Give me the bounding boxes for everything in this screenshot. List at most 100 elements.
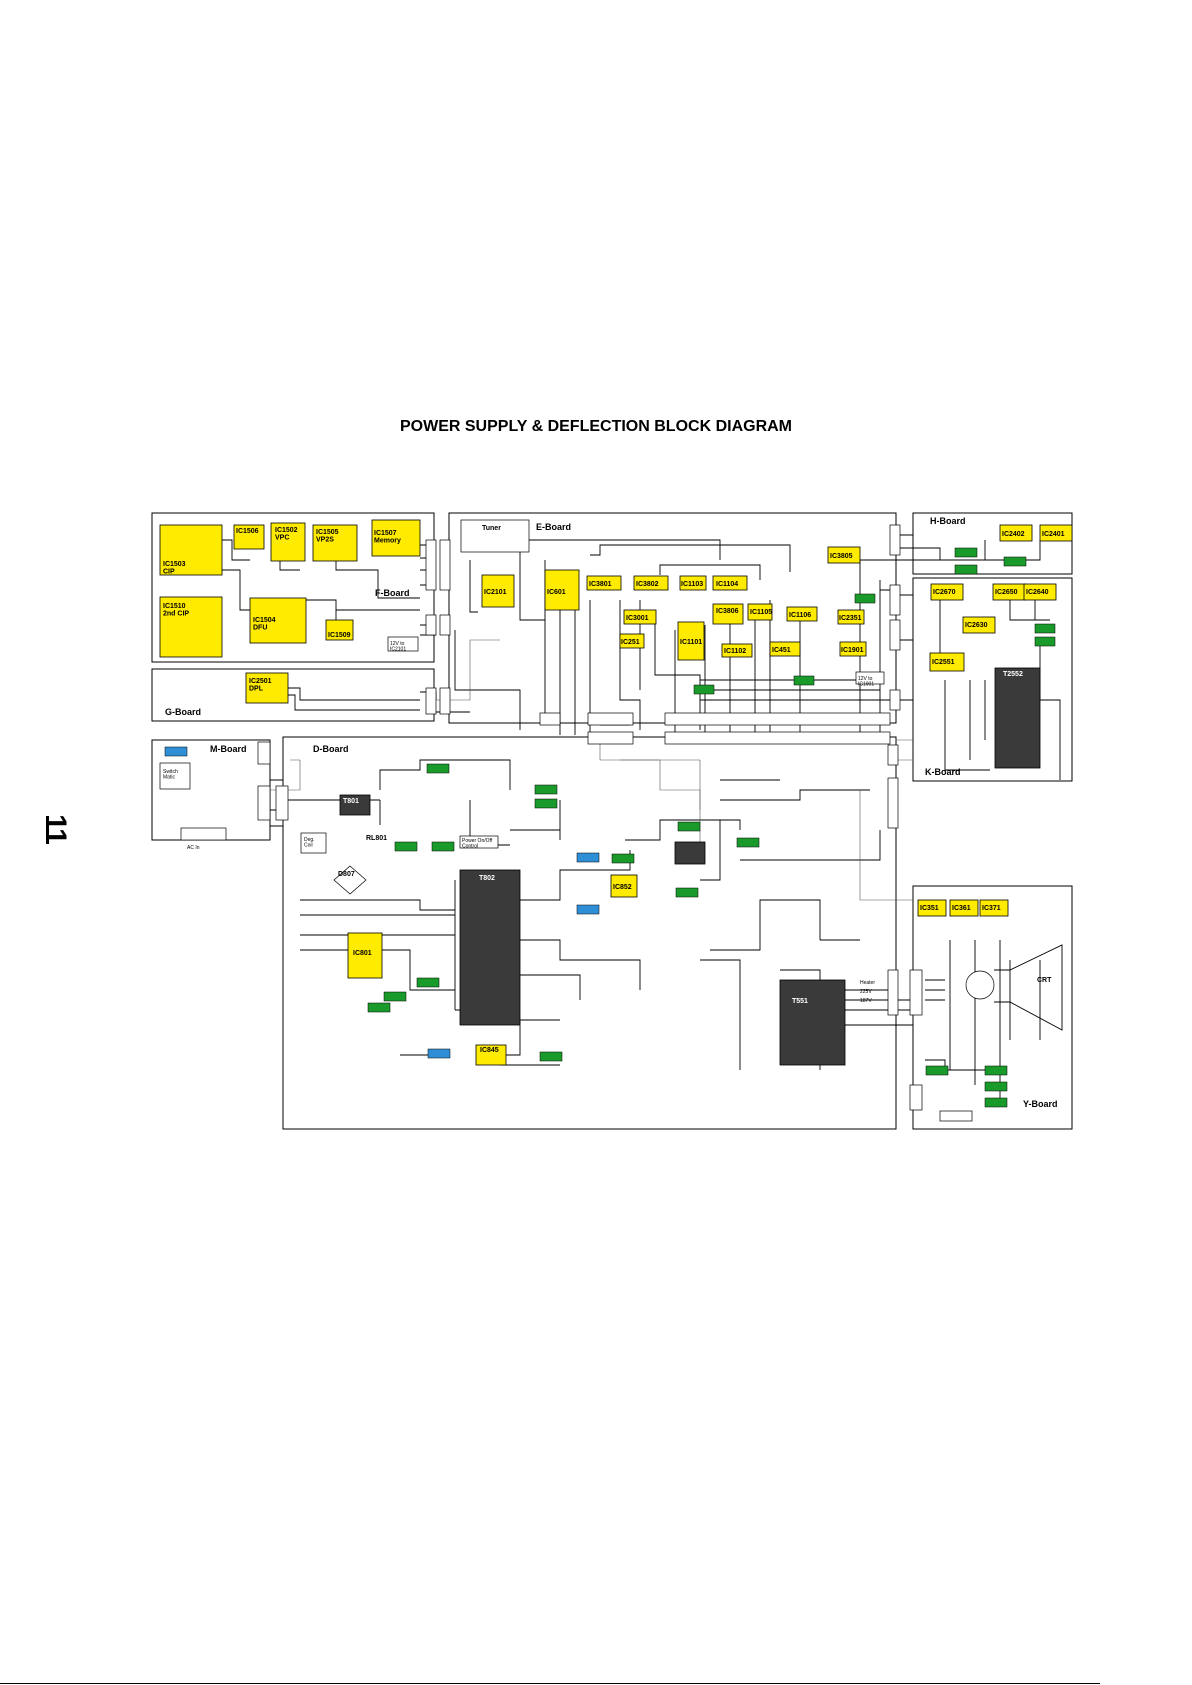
ic1509-label: IC1509 — [328, 632, 351, 639]
q-e1 — [854, 593, 876, 604]
ic3805-label: IC3805 — [830, 553, 853, 560]
d807-bridge — [333, 865, 367, 895]
y-board-label: Y-Board — [1023, 1099, 1058, 1109]
q-e2 — [693, 684, 715, 695]
ic2640-label: IC2640 — [1026, 589, 1049, 596]
ic1102-chip — [721, 643, 753, 658]
ic3801-chip — [586, 575, 622, 591]
ic2670-label: IC2670 — [933, 589, 956, 596]
h-board-outline — [912, 512, 1073, 575]
ic3806-label: IC3806 — [716, 608, 739, 615]
e-board-chips: Tuner IC2101 IC601 IC3801 IC3802 IC3001 … — [460, 519, 901, 745]
ic3801-label: IC3801 — [589, 581, 612, 588]
crt-label: CRT — [1037, 977, 1052, 984]
ic351-label: IC351 — [920, 905, 939, 912]
ic2630-chip — [962, 616, 996, 634]
ic361-chip — [949, 899, 979, 917]
ic601-label: IC601 — [547, 589, 566, 596]
h-board-chips: IC2402 IC2401 — [954, 524, 1073, 575]
d-board-label: D-Board — [313, 744, 349, 754]
d807-label: D807 — [338, 871, 355, 878]
ic3001-label: IC3001 — [626, 615, 649, 622]
ic2101-chip — [481, 574, 515, 608]
ic451-chip — [769, 641, 801, 657]
k-board-chips: IC2670 IC2650 IC2640 IC2630 IC2551 T2552 — [929, 583, 1057, 769]
ic1901-chip — [839, 641, 867, 657]
ic2401-chip — [1039, 524, 1073, 542]
k-board-outline — [912, 577, 1073, 782]
g-board-label: G-Board — [165, 707, 201, 717]
ic845-chip — [475, 1044, 507, 1066]
ic3001-chip — [623, 609, 657, 625]
e-board-label: E-Board — [536, 522, 571, 532]
ic1106-label: IC1106 — [789, 612, 811, 619]
ic1507-chip — [371, 519, 421, 557]
ic251-label: IC251 — [621, 639, 640, 646]
k-board-label: K-Board — [925, 767, 961, 777]
ic2551-chip — [929, 652, 965, 672]
ic2402-chip — [999, 524, 1033, 542]
ic371-chip — [979, 899, 1009, 917]
ic852-label: IC852 — [613, 884, 632, 891]
ic1105-chip — [747, 603, 773, 621]
ic1505-chip — [312, 524, 358, 562]
ic371-label: IC371 — [982, 905, 1001, 912]
ic1502-chip — [270, 522, 306, 562]
t2552-label: T2552 — [1003, 671, 1023, 678]
ic1101-chip — [677, 621, 705, 661]
y-board-outline — [912, 885, 1073, 1130]
ic1103-label: IC1103 — [681, 581, 703, 588]
ic251-chip — [619, 633, 645, 649]
ic845-label: IC845 — [480, 1047, 499, 1054]
ic2670-chip — [930, 583, 964, 601]
t2552-transformer — [994, 667, 1041, 769]
ic1104-chip — [712, 575, 748, 591]
h-board-label: H-Board — [930, 516, 966, 526]
ic1504-chip — [249, 597, 307, 644]
ic1105-label: IC1105 — [750, 609, 772, 616]
ic2101-label: IC2101 — [484, 589, 507, 596]
ic1101-label: IC1101 — [680, 639, 702, 646]
ic1106-chip — [786, 606, 818, 622]
ic2630-label: IC2630 — [965, 622, 988, 629]
ic2501-chip — [245, 672, 289, 704]
ic361-label: IC361 — [952, 905, 971, 912]
ic801-chip — [347, 932, 383, 979]
t802-label: T802 — [479, 875, 495, 882]
ic2650-label: IC2650 — [995, 589, 1018, 596]
ic1104-label: IC1104 — [716, 581, 738, 588]
ic1102-label: IC1102 — [724, 648, 746, 655]
ic3806-chip — [712, 603, 744, 625]
ic1506-chip — [233, 524, 265, 550]
t802-transformer — [459, 869, 521, 1026]
t551-transformer — [779, 979, 846, 1066]
ic601-chip — [544, 569, 580, 611]
v187-label: 187V — [860, 998, 872, 1004]
page-title: POWER SUPPLY & DEFLECTION BLOCK DIAGRAM — [399, 418, 793, 435]
ic3805-chip — [827, 546, 861, 564]
footer-rule — [0, 1683, 1100, 1684]
ic3802-chip — [633, 575, 669, 591]
deg-coil-label: Deg.Coil — [304, 837, 315, 849]
ic1509-chip — [325, 619, 354, 641]
y-board-components: IC351 IC361 IC371 CRT — [909, 899, 1063, 1122]
q-e3 — [793, 675, 815, 686]
ic801-label: IC801 — [353, 950, 372, 957]
m-board-label: M-Board — [210, 744, 247, 754]
ic3802-label: IC3802 — [636, 581, 659, 588]
heater-label: Heater — [860, 980, 875, 986]
ic2351-label: IC2351 — [839, 615, 862, 622]
ic451-label: IC451 — [772, 647, 791, 654]
